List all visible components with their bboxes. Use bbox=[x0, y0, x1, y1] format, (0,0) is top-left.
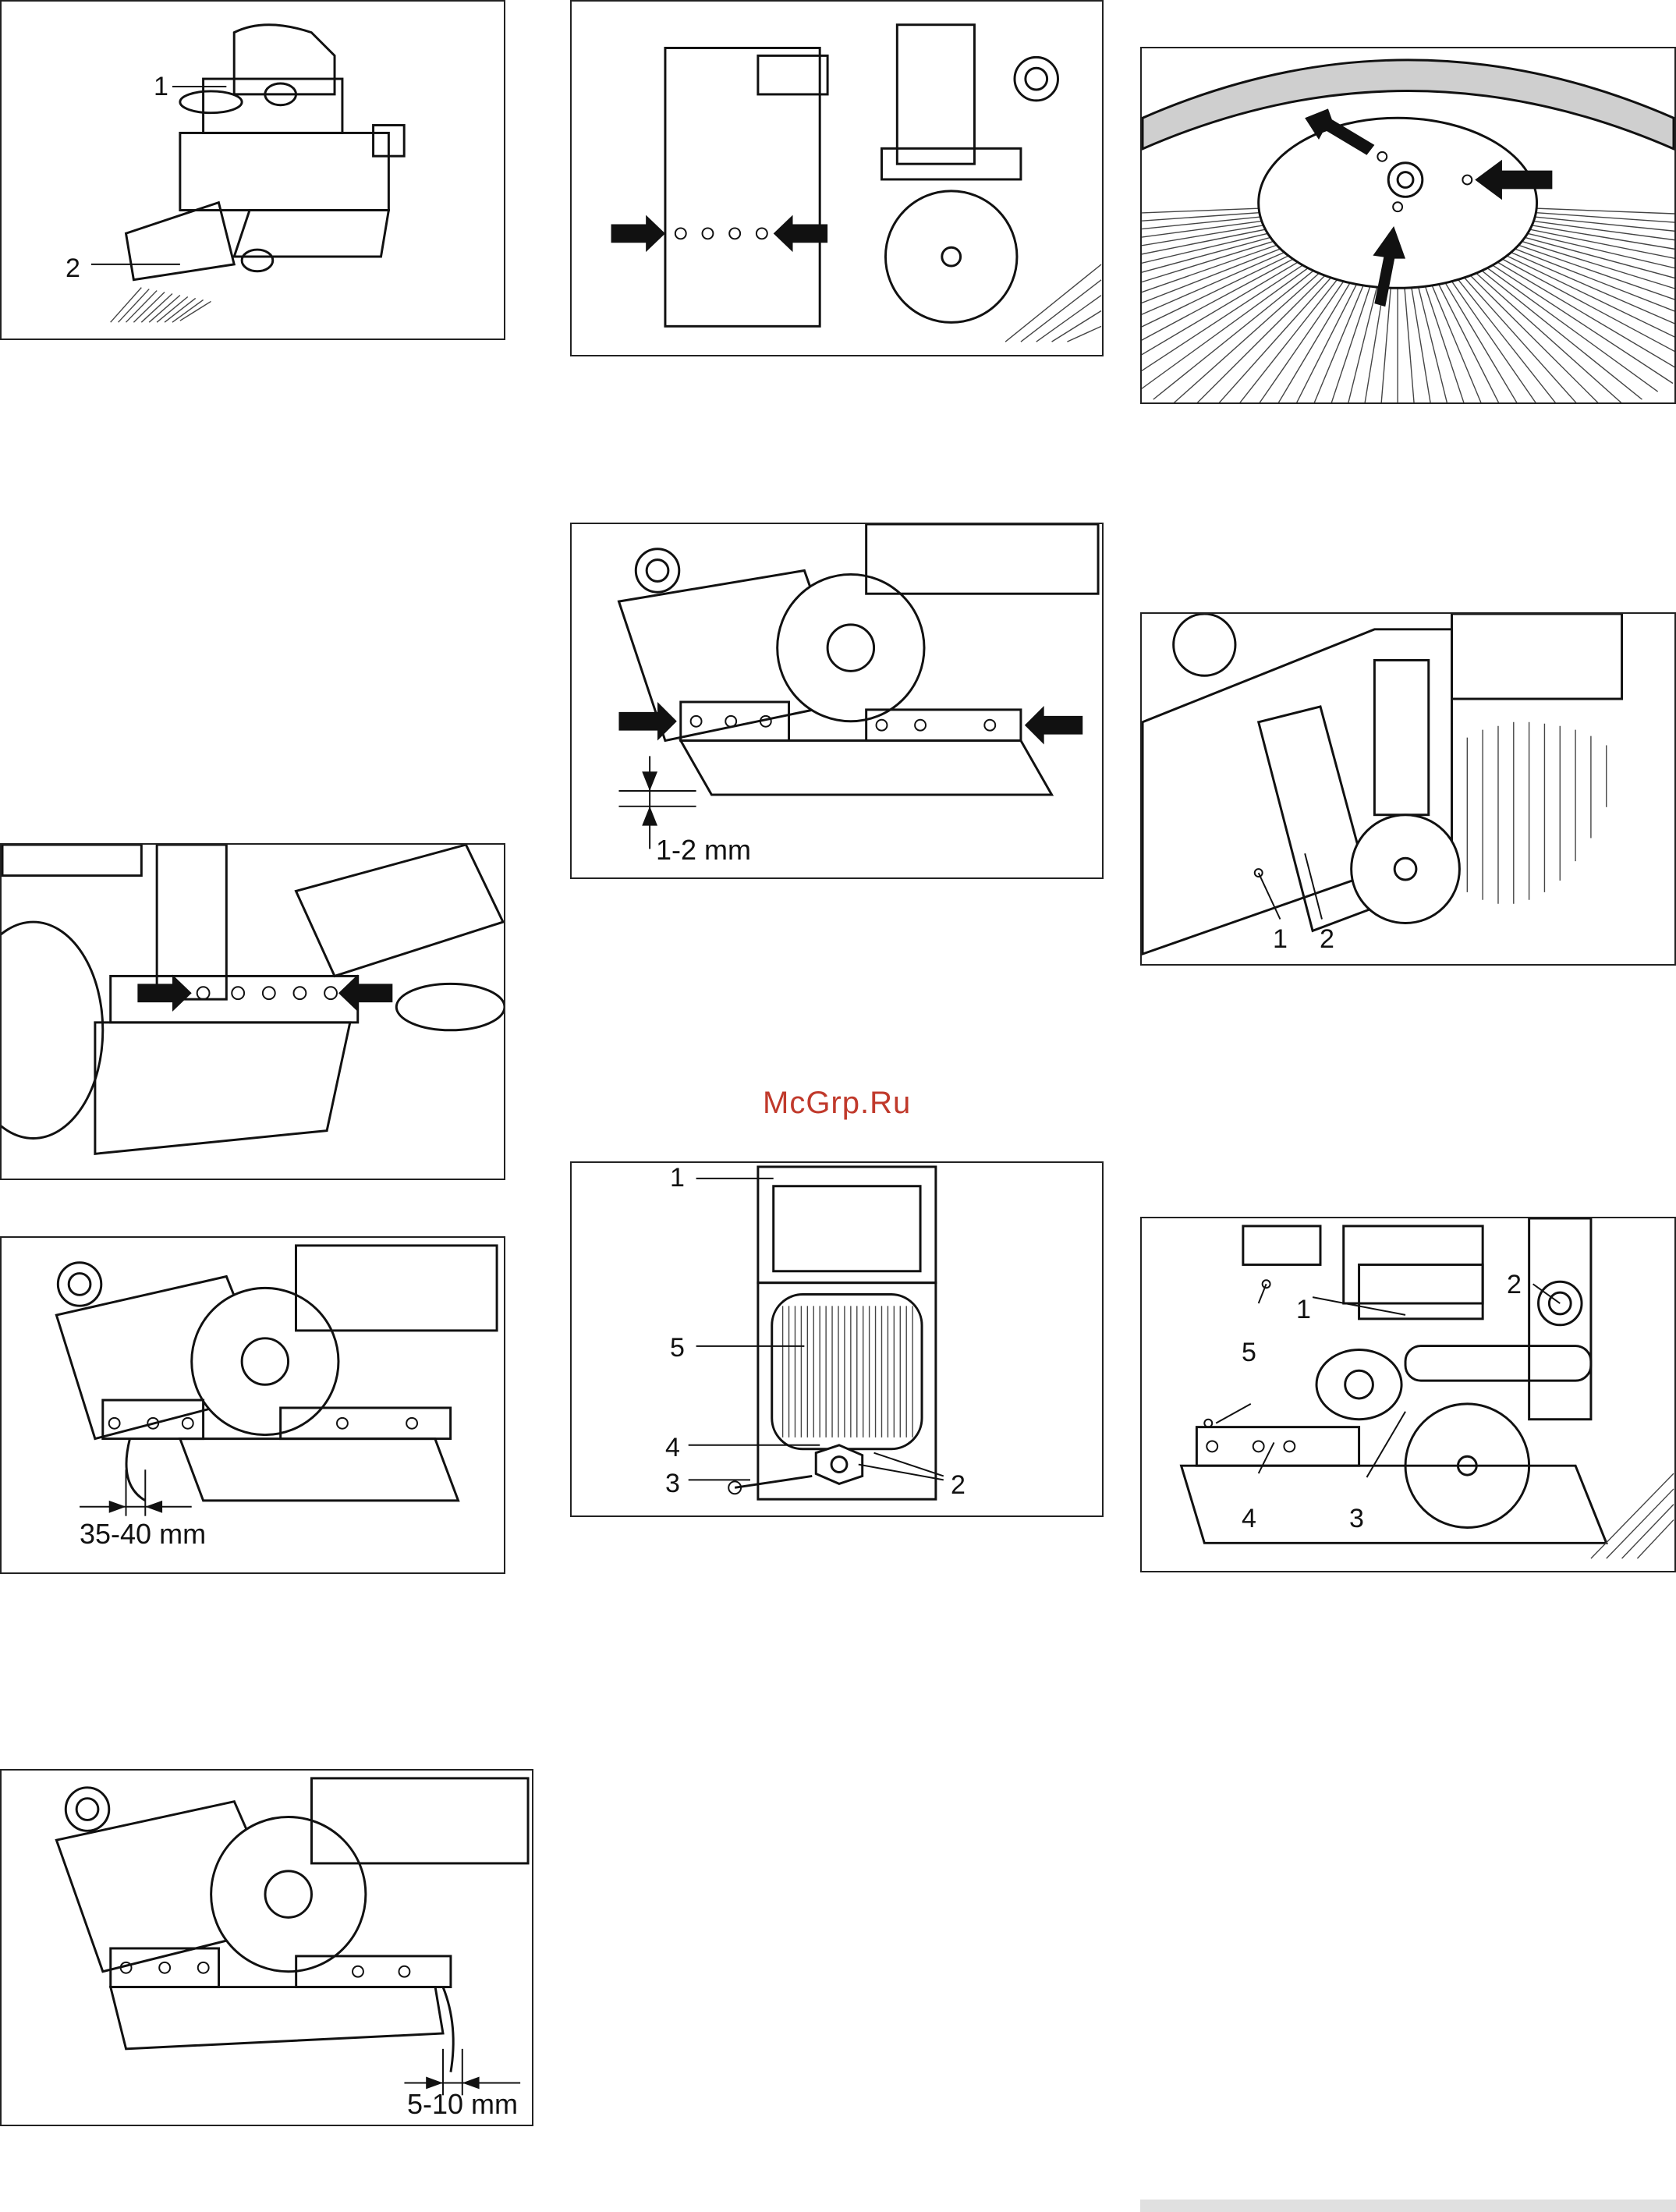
wheel-assembly-drawing bbox=[1142, 1218, 1674, 1571]
dimension-label: 1-2 mm bbox=[656, 836, 751, 864]
callout-2: 2 bbox=[66, 255, 80, 282]
figure-seal-5-10: 5-10 mm bbox=[0, 1769, 533, 2126]
figure-filter: 1 5 4 3 2 bbox=[570, 1161, 1104, 1517]
callout-4: 4 bbox=[1242, 1505, 1256, 1532]
sweep-disc-drawing bbox=[1142, 48, 1674, 402]
callout-4: 4 bbox=[665, 1434, 680, 1461]
side-panel-drawing bbox=[1142, 614, 1674, 964]
callout-1: 1 bbox=[1296, 1296, 1311, 1323]
figure-left-arrows bbox=[0, 843, 505, 1180]
callout-3: 3 bbox=[665, 1470, 680, 1497]
figure-wheel-assembly: 2 1 5 4 3 bbox=[1140, 1217, 1676, 1572]
callout-2: 2 bbox=[1507, 1271, 1522, 1298]
figure-side-brush-unit: 1 2 bbox=[0, 0, 505, 340]
callout-3: 3 bbox=[1349, 1505, 1364, 1532]
seal-35-40-drawing bbox=[2, 1238, 504, 1572]
dimension-label: 5-10 mm bbox=[407, 2090, 518, 2118]
figure-mount-arrows-top bbox=[570, 0, 1104, 356]
watermark: McGrp.Ru bbox=[763, 1086, 911, 1121]
footer-bar bbox=[1140, 2200, 1676, 2212]
figure-sweep-disc-arrows bbox=[1140, 47, 1676, 404]
figure-seal-35-40: 35-40 mm bbox=[0, 1236, 505, 1574]
callout-5: 5 bbox=[1242, 1339, 1256, 1366]
filter-drawing bbox=[572, 1163, 1102, 1515]
side-brush-unit-drawing bbox=[2, 2, 504, 339]
left-arrows-drawing bbox=[2, 845, 504, 1179]
callout-1: 1 bbox=[154, 73, 168, 100]
callout-2: 2 bbox=[951, 1472, 966, 1498]
callout-1: 1 bbox=[1273, 926, 1288, 952]
callout-1: 1 bbox=[670, 1164, 685, 1191]
figure-side-panel: 1 2 bbox=[1140, 612, 1676, 966]
mount-arrows-drawing bbox=[572, 2, 1102, 355]
seal-gap-drawing bbox=[572, 524, 1102, 877]
figure-seal-gap: 1-2 mm bbox=[570, 523, 1104, 879]
dimension-label: 35-40 mm bbox=[80, 1520, 206, 1548]
callout-2: 2 bbox=[1320, 926, 1334, 952]
seal-5-10-drawing bbox=[2, 1771, 532, 2125]
callout-5: 5 bbox=[670, 1335, 685, 1361]
